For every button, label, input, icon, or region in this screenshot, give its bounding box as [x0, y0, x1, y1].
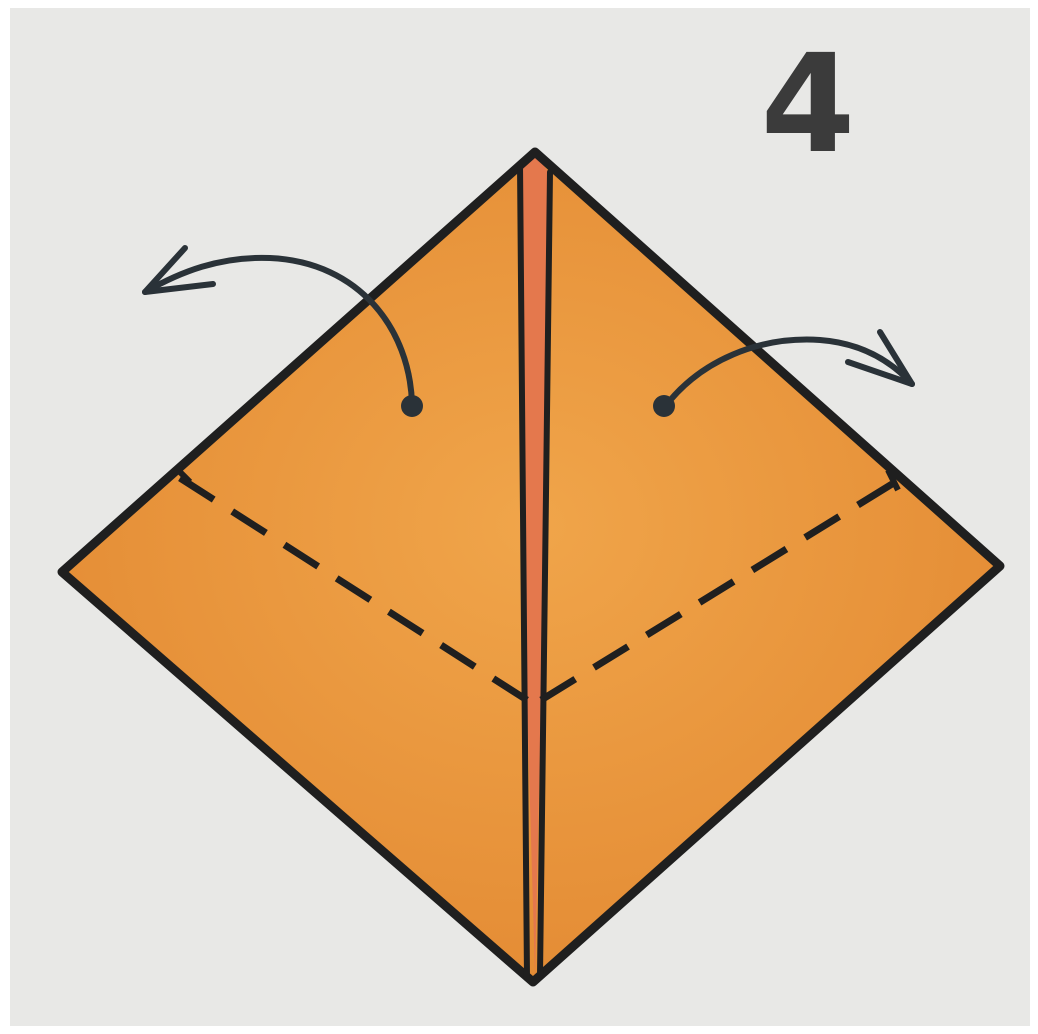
step-number: 4 — [748, 30, 868, 180]
